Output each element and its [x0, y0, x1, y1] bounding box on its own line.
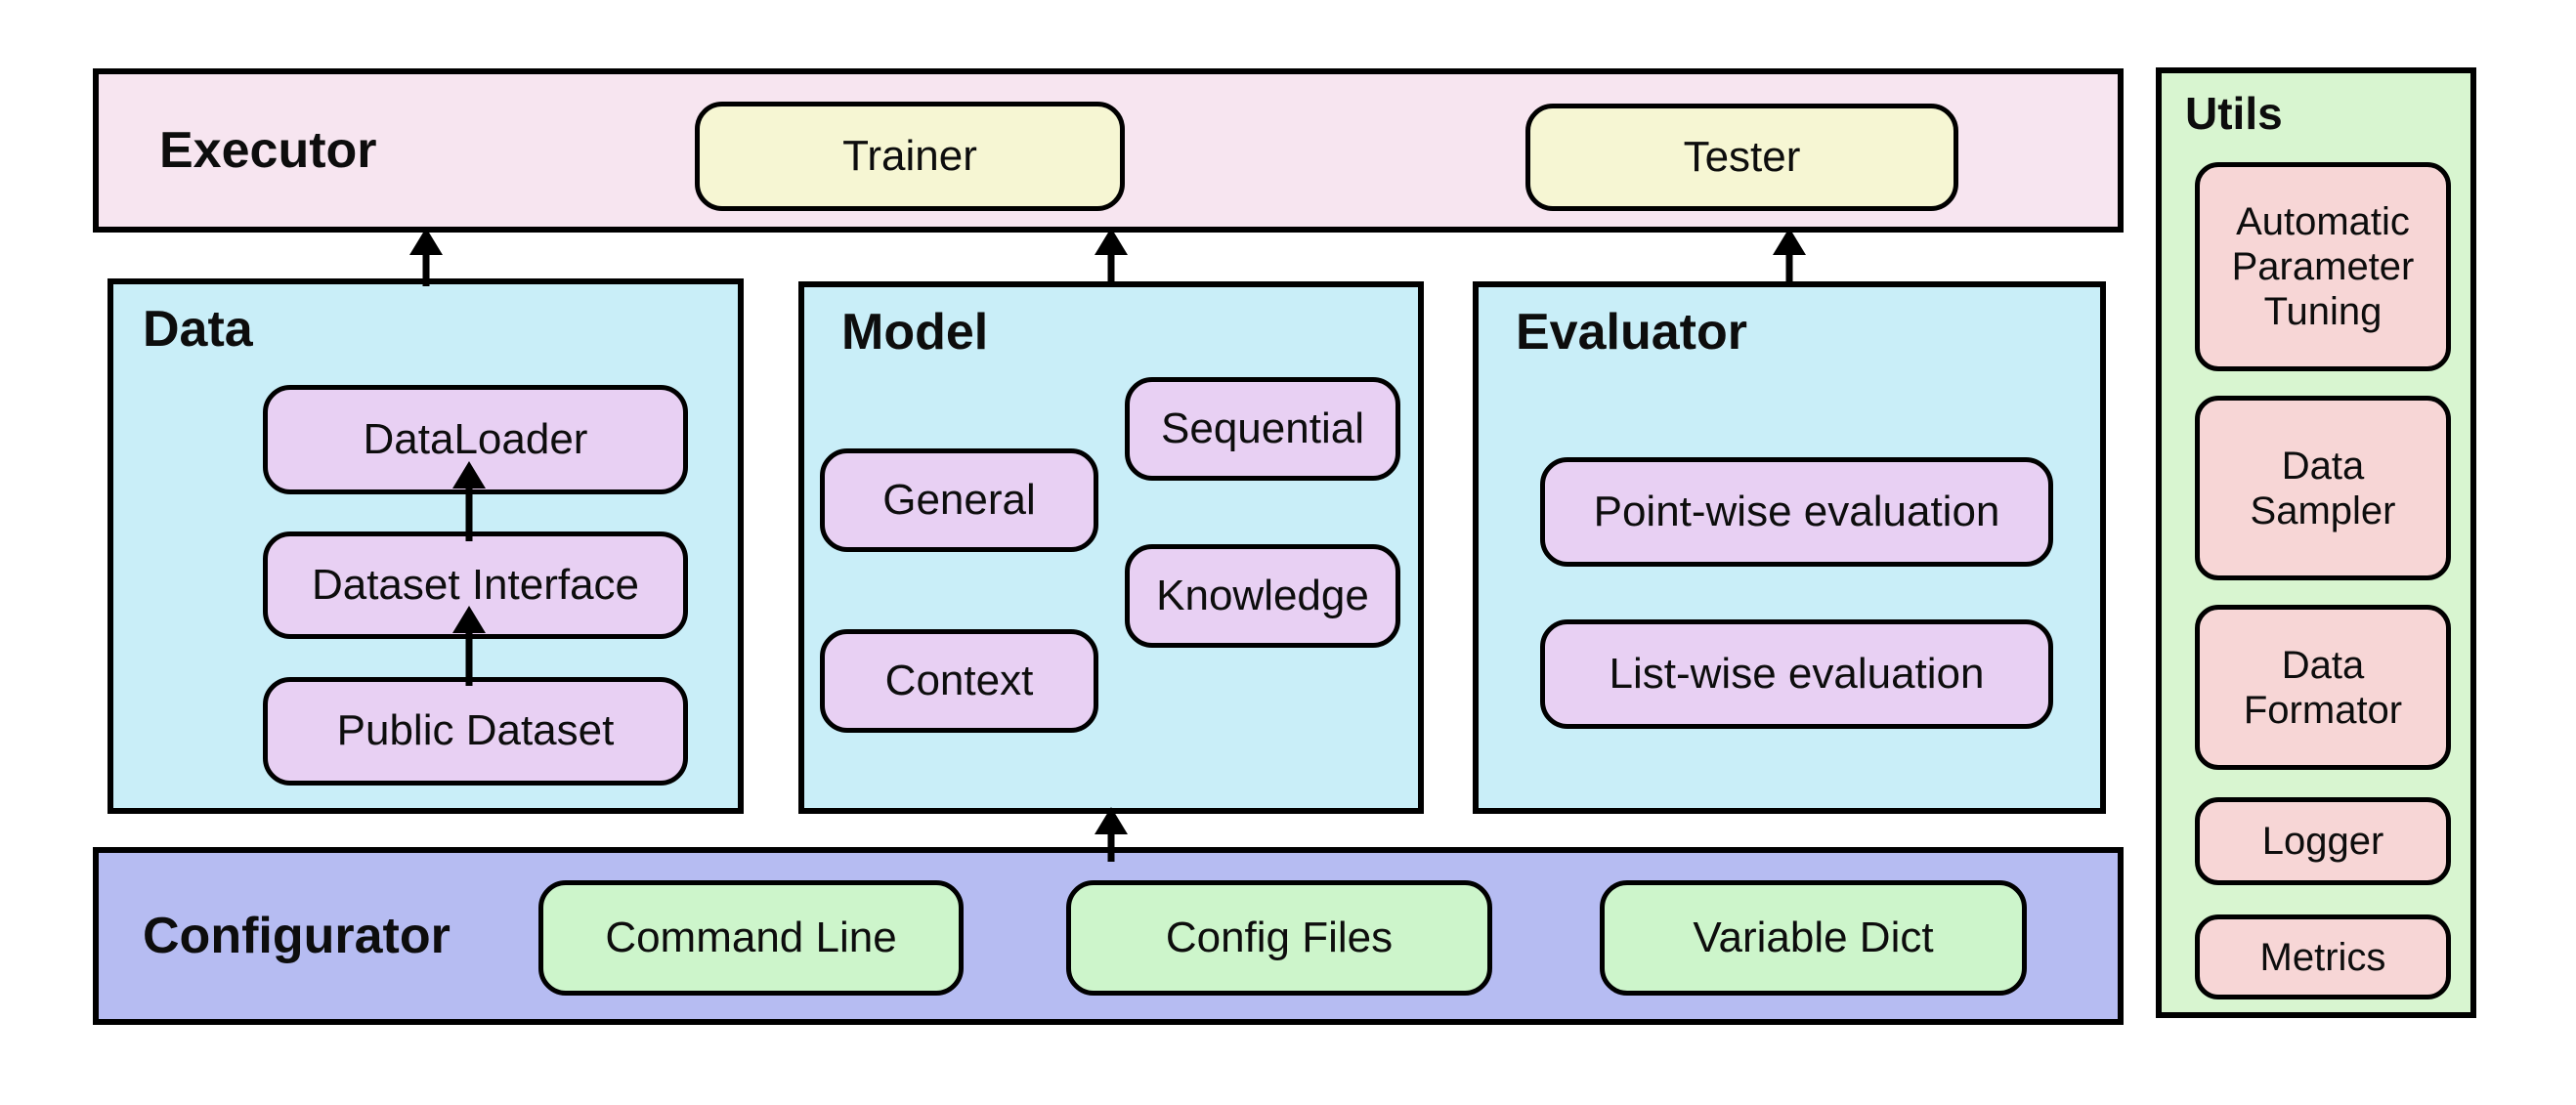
arrow-shaft	[1785, 251, 1793, 286]
data-sampler-box: Data Sampler	[2195, 396, 2451, 580]
arrow-configurator-to-model	[1095, 807, 1128, 862]
list-wise-evaluation-box: List-wise evaluation	[1540, 619, 2053, 729]
model-label: Model	[841, 304, 989, 361]
arrow-head	[452, 606, 486, 633]
arrow-head	[452, 461, 486, 489]
context-box: Context	[820, 629, 1098, 733]
tester-box: Tester	[1525, 104, 1958, 211]
arrow-head	[1095, 228, 1128, 255]
sequential-box: Sequential	[1125, 377, 1400, 481]
executor-label: Executor	[159, 122, 377, 179]
dataset-interface-box: Dataset Interface	[263, 531, 688, 639]
utils-section: Utils Automatic Parameter Tuning Data Sa…	[2156, 67, 2476, 1018]
arrow-head	[1773, 228, 1806, 255]
metrics-box: Metrics	[2195, 914, 2451, 999]
config-files-box: Config Files	[1066, 880, 1492, 996]
variable-dict-box: Variable Dict	[1600, 880, 2027, 996]
trainer-box: Trainer	[695, 102, 1125, 211]
utils-label: Utils	[2185, 88, 2283, 139]
public-dataset-box: Public Dataset	[263, 677, 688, 786]
executor-section: Executor Trainer Tester	[93, 68, 2124, 233]
arrow-dataset-interface-to-dataloader	[452, 461, 486, 541]
arrow-shaft	[1107, 251, 1115, 286]
model-section: Model Sequential General Knowledge Conte…	[798, 281, 1424, 814]
arrow-shaft	[1107, 830, 1115, 862]
data-formator-box: Data Formator	[2195, 605, 2451, 770]
arrow-shaft	[465, 485, 473, 541]
knowledge-box: Knowledge	[1125, 544, 1400, 648]
evaluator-label: Evaluator	[1516, 304, 1747, 361]
arrow-shaft	[465, 629, 473, 686]
arrow-public-dataset-to-dataset-interface	[452, 606, 486, 686]
configurator-label: Configurator	[143, 908, 451, 964]
evaluator-section: Evaluator Point-wise evaluation List-wis…	[1473, 281, 2106, 814]
data-section: Data DataLoader Dataset Interface Public…	[107, 278, 744, 814]
configurator-section: Configurator Command Line Config Files V…	[93, 847, 2124, 1025]
automatic-parameter-tuning-box: Automatic Parameter Tuning	[2195, 162, 2451, 371]
command-line-box: Command Line	[538, 880, 964, 996]
arrow-model-to-executor	[1095, 228, 1128, 286]
logger-box: Logger	[2195, 797, 2451, 885]
arrow-head	[1095, 807, 1128, 834]
point-wise-evaluation-box: Point-wise evaluation	[1540, 457, 2053, 567]
arrow-evaluator-to-executor	[1773, 228, 1806, 286]
arrow-data-to-executor	[409, 228, 443, 286]
arrow-shaft	[422, 251, 430, 286]
data-label: Data	[143, 301, 253, 358]
general-box: General	[820, 448, 1098, 552]
arrow-head	[409, 228, 443, 255]
